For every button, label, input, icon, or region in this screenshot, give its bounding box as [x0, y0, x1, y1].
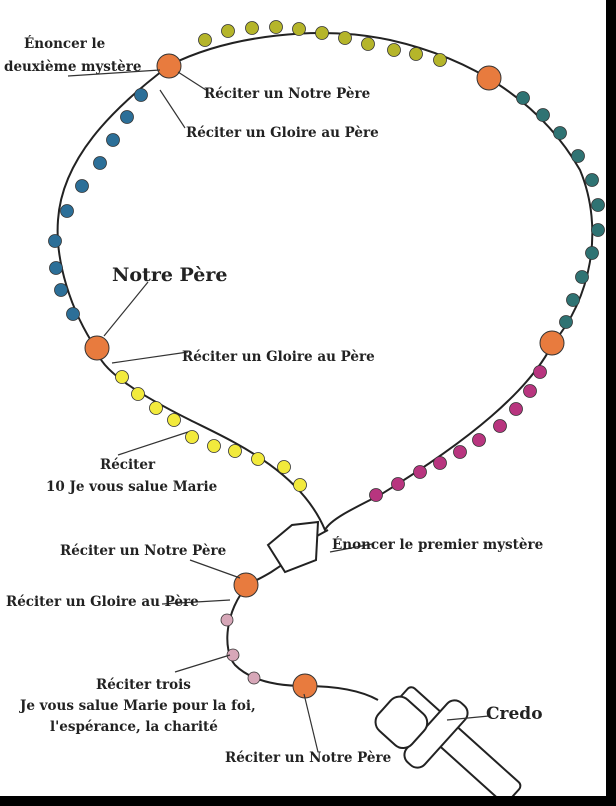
- small-bead-blue: [93, 156, 107, 170]
- small-bead-yellow: [293, 478, 307, 492]
- small-beads: [48, 20, 605, 685]
- large-bead: [233, 572, 259, 598]
- label-our-father-top: Réciter un Notre Père: [204, 86, 370, 102]
- small-bead-yellow: [207, 439, 221, 453]
- small-bead-olive: [433, 53, 447, 67]
- labels: Énoncer le deuxième mystère Réciter un N…: [4, 36, 543, 766]
- small-bead-yellow: [131, 387, 145, 401]
- label-glory-top: Réciter un Gloire au Père: [186, 125, 379, 141]
- small-bead-blue: [75, 179, 89, 193]
- leader-lines: [67, 69, 490, 753]
- small-bead-magenta: [472, 433, 486, 447]
- crucifix: [374, 686, 522, 796]
- label-announce-second-2: deuxième mystère: [4, 59, 141, 75]
- small-bead-yellow: [115, 370, 129, 384]
- small-bead-pink: [220, 613, 234, 627]
- small-bead-magenta: [391, 477, 405, 491]
- big-beads: [84, 53, 565, 699]
- label-three-3: l'espérance, la charité: [50, 719, 218, 735]
- large-bead: [539, 330, 565, 356]
- small-bead-magenta: [493, 419, 507, 433]
- small-bead-magenta: [413, 465, 427, 479]
- small-bead-blue: [54, 283, 68, 297]
- small-bead-blue: [120, 110, 134, 124]
- small-bead-pink: [226, 648, 240, 662]
- small-bead-olive: [361, 37, 375, 51]
- small-bead-blue: [49, 261, 63, 275]
- centre-medal: [266, 520, 320, 574]
- small-bead-magenta: [509, 402, 523, 416]
- small-bead-yellow: [277, 460, 291, 474]
- label-announce-second-1: Énoncer le: [24, 36, 105, 52]
- label-ten-hail-marys: 10 Je vous salue Marie: [46, 479, 217, 495]
- small-bead-blue: [48, 234, 62, 248]
- rosary-diagram: Énoncer le deuxième mystère Réciter un N…: [4, 20, 605, 796]
- label-credo: Credo: [486, 704, 543, 724]
- small-bead-yellow: [228, 444, 242, 458]
- small-bead-teal: [516, 91, 530, 105]
- small-bead-teal: [585, 173, 599, 187]
- rosary-sheet: Énoncer le deuxième mystère Réciter un N…: [0, 0, 606, 796]
- small-bead-magenta: [369, 488, 383, 502]
- label-announce-first: Énoncer le premier mystère: [332, 537, 543, 553]
- small-bead-yellow: [149, 401, 163, 415]
- small-bead-olive: [338, 31, 352, 45]
- label-our-father-bottom: Réciter un Notre Père: [225, 750, 391, 766]
- large-bead: [156, 53, 182, 79]
- label-recite: Réciter: [100, 457, 156, 473]
- small-bead-olive: [292, 22, 306, 36]
- small-bead-magenta: [533, 365, 547, 379]
- label-glory-low: Réciter un Gloire au Père: [6, 594, 199, 610]
- small-bead-teal: [591, 198, 605, 212]
- small-bead-olive: [269, 20, 283, 34]
- label-glory-mid: Réciter un Gloire au Père: [182, 349, 375, 365]
- small-bead-olive: [245, 21, 259, 35]
- small-bead-magenta: [453, 445, 467, 459]
- large-bead: [292, 673, 318, 699]
- small-bead-blue: [134, 88, 148, 102]
- small-bead-olive: [387, 43, 401, 57]
- small-bead-teal: [591, 223, 605, 237]
- small-bead-magenta: [523, 384, 537, 398]
- label-our-father-mid: Réciter un Notre Père: [60, 543, 226, 559]
- small-bead-teal: [559, 315, 573, 329]
- small-bead-teal: [585, 246, 599, 260]
- large-bead: [84, 335, 110, 361]
- small-bead-pink: [247, 671, 261, 685]
- small-bead-yellow: [167, 413, 181, 427]
- small-bead-magenta: [433, 456, 447, 470]
- small-bead-teal: [536, 108, 550, 122]
- small-bead-blue: [66, 307, 80, 321]
- small-bead-olive: [409, 47, 423, 61]
- small-bead-yellow: [185, 430, 199, 444]
- small-bead-olive: [315, 26, 329, 40]
- label-three-2: Je vous salue Marie pour la foi,: [19, 698, 256, 714]
- small-bead-blue: [106, 133, 120, 147]
- small-bead-olive: [198, 33, 212, 47]
- small-bead-teal: [575, 270, 589, 284]
- small-bead-teal: [571, 149, 585, 163]
- small-bead-teal: [553, 126, 567, 140]
- small-bead-yellow: [251, 452, 265, 466]
- small-bead-teal: [566, 293, 580, 307]
- small-bead-blue: [60, 204, 74, 218]
- label-notre-pere: Notre Père: [112, 264, 228, 286]
- label-three-1: Réciter trois: [96, 677, 191, 693]
- small-bead-olive: [221, 24, 235, 38]
- large-bead: [476, 65, 502, 91]
